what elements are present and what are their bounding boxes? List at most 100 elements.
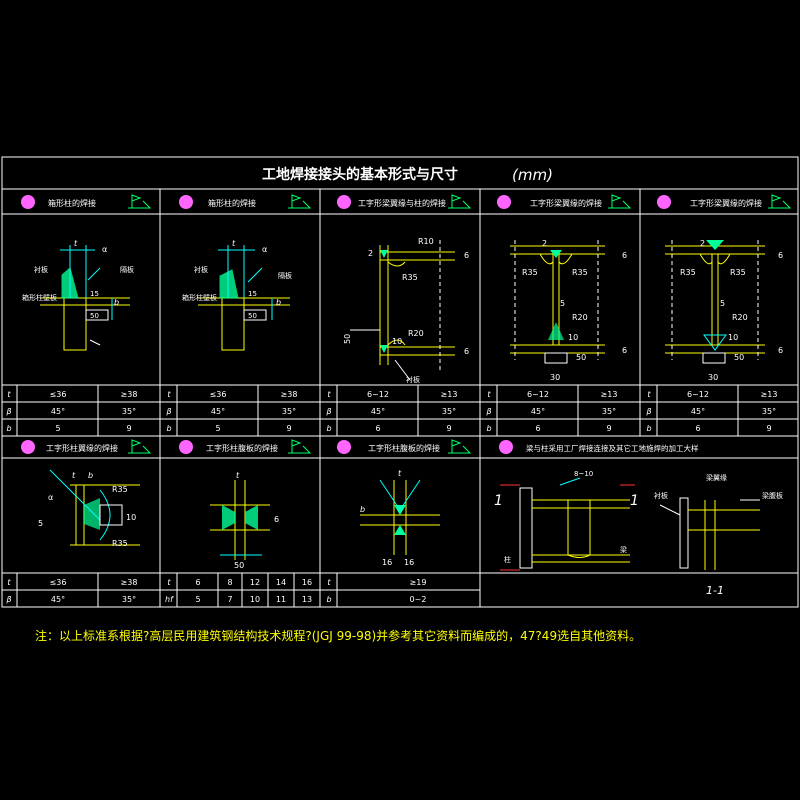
label: t (232, 239, 236, 248)
label: 隔板 (120, 265, 134, 274)
svg-text:8: 8 (227, 578, 232, 587)
label: b (276, 298, 281, 307)
svg-text:5: 5 (195, 595, 200, 604)
label: b (114, 298, 119, 307)
svg-text:45°: 45° (691, 407, 705, 416)
svg-text:45°: 45° (531, 407, 545, 416)
label: 6 (622, 251, 627, 260)
flag-icon (608, 194, 632, 209)
svg-text:t: t (327, 578, 331, 587)
svg-text:5: 5 (55, 424, 60, 433)
panel-header-4: 工字形梁翼缘的焊接 (497, 194, 632, 209)
weld-detail-5: R35 R35 R20 2 6 6 5 10 50 30 (665, 239, 783, 382)
label: R35 (680, 268, 696, 277)
svg-text:t: t (327, 390, 331, 399)
svg-text:35°: 35° (762, 407, 776, 416)
label: R35 (112, 485, 128, 494)
label: 50 (576, 353, 586, 362)
svg-text:b: b (326, 424, 331, 433)
flag-icon (128, 439, 152, 454)
panel-header-2: 箱形柱的焊接 (179, 194, 312, 209)
row2-headers: 工字形柱翼缘的焊接 工字形柱腹板的焊接 工字形柱腹板的焊接 梁与柱采用工厂焊接连… (21, 439, 699, 454)
svg-text:t: t (7, 390, 11, 399)
label: 2 (542, 239, 547, 248)
svg-text:b: b (326, 595, 331, 604)
label: R35 (730, 268, 746, 277)
panel-label: 工字形梁翼缘的焊接 (690, 198, 762, 208)
label: 6 (778, 251, 783, 260)
label: t (74, 239, 78, 248)
badge-icon (21, 440, 35, 454)
svg-text:≥13: ≥13 (601, 390, 618, 399)
label: 10 (728, 333, 738, 342)
flag-icon (128, 194, 152, 209)
flag-icon (288, 194, 312, 209)
svg-text:11: 11 (276, 595, 286, 604)
row1-table-grid (2, 385, 798, 436)
badge-icon (337, 440, 351, 454)
svg-text:6: 6 (375, 424, 380, 433)
svg-text:45°: 45° (371, 407, 385, 416)
label: 50 (343, 334, 352, 344)
svg-text:16: 16 (302, 578, 312, 587)
panel-header-8: 工字形柱腹板的焊接 (337, 439, 472, 454)
svg-text:≥19: ≥19 (410, 578, 427, 587)
svg-text:b: b (166, 424, 171, 433)
svg-text:12: 12 (250, 578, 260, 587)
flag-icon (448, 439, 472, 454)
label: R35 (572, 268, 588, 277)
label: b (360, 505, 365, 514)
svg-text:≥38: ≥38 (121, 390, 138, 399)
panel-header-5: 工字形梁翼缘的焊接 (657, 194, 792, 209)
svg-text:t: t (167, 390, 171, 399)
svg-text:35°: 35° (122, 407, 136, 416)
label: 50 (734, 353, 744, 362)
svg-text:9: 9 (766, 424, 771, 433)
panel-header-1: 箱形柱的焊接 (21, 194, 152, 209)
label: 6 (464, 347, 469, 356)
label: 衬板 (194, 265, 208, 274)
svg-text:≥38: ≥38 (281, 390, 298, 399)
label: 30 (550, 373, 560, 382)
label: 10 (392, 337, 402, 346)
svg-text:β: β (325, 407, 331, 416)
svg-text:5: 5 (215, 424, 220, 433)
panel-label: 工字形柱腹板的焊接 (206, 443, 278, 453)
svg-text:≤36: ≤36 (210, 390, 227, 399)
label: t (72, 471, 76, 480)
badge-icon (179, 195, 193, 209)
label: α (262, 245, 267, 254)
label: 50 (248, 312, 257, 320)
label: 5 (560, 299, 565, 308)
panel-label: 工字形柱翼缘的焊接 (46, 443, 118, 453)
weld-detail-7: 50 6 t (210, 471, 279, 570)
label: 16 (404, 558, 414, 567)
svg-text:b: b (486, 424, 491, 433)
weld-detail-3: R10 R35 R20 2 6 6 10 50 衬板 (343, 237, 469, 384)
label: 6 (622, 346, 627, 355)
label: b (88, 471, 93, 480)
svg-text:13: 13 (302, 595, 312, 604)
label: t (236, 471, 240, 480)
label: 6 (464, 251, 469, 260)
label: 箱形柱壁板 (22, 293, 57, 302)
svg-text:6~12: 6~12 (687, 390, 709, 399)
panel-label: 工字形柱腹板的焊接 (368, 443, 440, 453)
svg-text:t: t (487, 390, 491, 399)
svg-text:b: b (646, 424, 651, 433)
svg-text:6: 6 (695, 424, 700, 433)
row1-headers: 箱形柱的焊接 箱形柱的焊接 工字形梁翼缘与柱的焊接 工字形梁翼缘的焊接 工字形梁… (21, 194, 792, 209)
label: 梁翼缘 (706, 473, 727, 482)
svg-text:t: t (7, 578, 11, 587)
label: 6 (274, 515, 279, 524)
flag-icon (448, 194, 472, 209)
sheet-title: 工地焊接接头的基本形式与尺寸 (262, 166, 458, 183)
label: 衬板 (654, 491, 668, 500)
svg-text:6: 6 (535, 424, 540, 433)
label: α (48, 493, 53, 502)
label: 1-1 (706, 584, 724, 597)
sheet-title-unit: (mm) (512, 166, 553, 184)
label: 梁腹板 (762, 491, 783, 500)
badge-icon (657, 195, 671, 209)
svg-text:9: 9 (126, 424, 131, 433)
